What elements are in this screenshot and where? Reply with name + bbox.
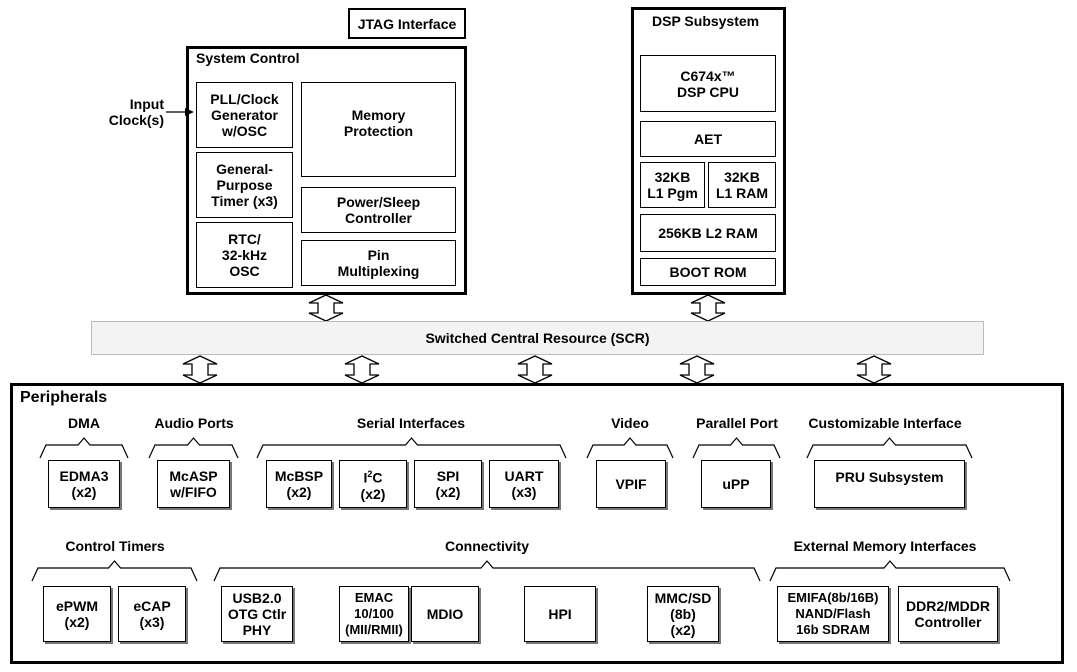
pll-clock-generator: PLL/Clock Generator w/OSC	[196, 82, 293, 148]
scr-peripheral-arrow-2	[344, 355, 380, 384]
group-extmem-label: External Memory Interfaces	[793, 538, 977, 554]
dsp-cpu-name: C674x™	[680, 67, 736, 84]
dma-bracket	[39, 437, 129, 459]
scr-peripheral-arrow-1	[182, 355, 218, 384]
rtc-osc: RTC/ 32-kHz OSC	[196, 222, 293, 288]
parallel-bracket	[692, 437, 781, 459]
edma3-block: EDMA3 (x2)	[48, 460, 120, 508]
serial-bracket	[256, 437, 567, 459]
group-dma-label: DMA	[68, 415, 100, 431]
input-clock-label: Input Clock(s)	[108, 96, 164, 128]
video-bracket	[586, 437, 674, 459]
group-parallel-label: Parallel Port	[696, 415, 778, 431]
group-connectivity-label: Connectivity	[444, 538, 530, 554]
i2c-name-sup: 2	[367, 469, 373, 480]
peripherals-title: Peripherals	[20, 389, 108, 406]
general-purpose-timer: General- Purpose Timer (x3)	[196, 152, 293, 218]
scr-peripheral-arrow-4	[679, 355, 715, 384]
vpif-block: VPIF	[596, 460, 666, 508]
l1-pgm-block: 32KB L1 Pgm	[640, 162, 705, 208]
system-control-scr-arrow	[308, 294, 344, 322]
pin-multiplexing: Pin Multiplexing	[301, 240, 456, 286]
jtag-interface: JTAG Interface	[348, 8, 466, 39]
c674x-dsp-cpu: C674x™ DSP CPU	[640, 55, 776, 112]
epwm-block: ePWM (x2)	[43, 586, 111, 642]
scr-peripheral-arrow-5	[856, 355, 892, 384]
dsp-scr-arrow	[690, 294, 726, 322]
aet-block: AET	[640, 121, 776, 157]
connectivity-bracket	[213, 560, 761, 582]
extmem-bracket	[769, 560, 1011, 582]
i2c-name-i: I	[363, 469, 368, 486]
system-control-title: System Control	[196, 50, 300, 66]
group-video-label: Video	[611, 415, 649, 431]
timers-bracket	[31, 560, 198, 582]
mcbsp-block: McBSP (x2)	[266, 460, 332, 508]
upp-block: uPP	[701, 460, 771, 508]
switched-central-resource: Switched Central Resource (SCR)	[91, 321, 984, 355]
emac-block: EMAC 10/100 (MII/RMII)	[339, 586, 409, 642]
group-custom-label: Customizable Interface	[808, 415, 962, 431]
spi-block: SPI (x2)	[414, 460, 482, 508]
ddr2-mddr-block: DDR2/MDDR Controller	[898, 586, 998, 642]
custom-bracket	[806, 437, 973, 459]
l1-ram-block: 32KB L1 RAM	[708, 162, 776, 208]
power-sleep-controller: Power/Sleep Controller	[301, 187, 456, 233]
mcasp-block: McASP w/FIFO	[157, 460, 230, 508]
peripherals-panel	[10, 383, 1064, 664]
mdio-block: MDIO	[411, 586, 479, 642]
memory-protection: Memory Protection	[301, 82, 456, 177]
i2c-name: I2C	[363, 466, 382, 486]
dsp-cpu-label: DSP CPU	[677, 83, 739, 100]
usb-otg-block: USB2.0 OTG Ctlr PHY	[221, 586, 293, 642]
i2c-block: I2C (x2)	[339, 460, 407, 508]
dsp-subsystem-title: DSP Subsystem	[652, 13, 760, 29]
group-timers-label: Control Timers	[65, 538, 165, 554]
audio-bracket	[148, 437, 239, 459]
uart-block: UART (x3)	[489, 460, 559, 508]
i2c-count: (x2)	[360, 485, 386, 502]
l2-ram-block: 256KB L2 RAM	[640, 214, 776, 252]
hpi-block: HPI	[524, 586, 596, 642]
group-audio-label: Audio Ports	[154, 415, 234, 431]
system-control-panel	[186, 46, 467, 295]
mmc-sd-block: MMC/SD (8b) (x2)	[647, 586, 719, 642]
emifa-block: EMIFA(8b/16B) NAND/Flash 16b SDRAM	[777, 586, 889, 642]
boot-rom-block: BOOT ROM	[640, 258, 776, 286]
i2c-name-c: C	[372, 469, 383, 486]
group-serial-label: Serial Interfaces	[356, 415, 466, 431]
scr-peripheral-arrow-3	[517, 355, 553, 384]
dsp-subsystem-panel	[631, 7, 786, 295]
pru-subsystem-block: PRU Subsystem	[814, 460, 965, 508]
ecap-block: eCAP (x3)	[118, 586, 186, 642]
